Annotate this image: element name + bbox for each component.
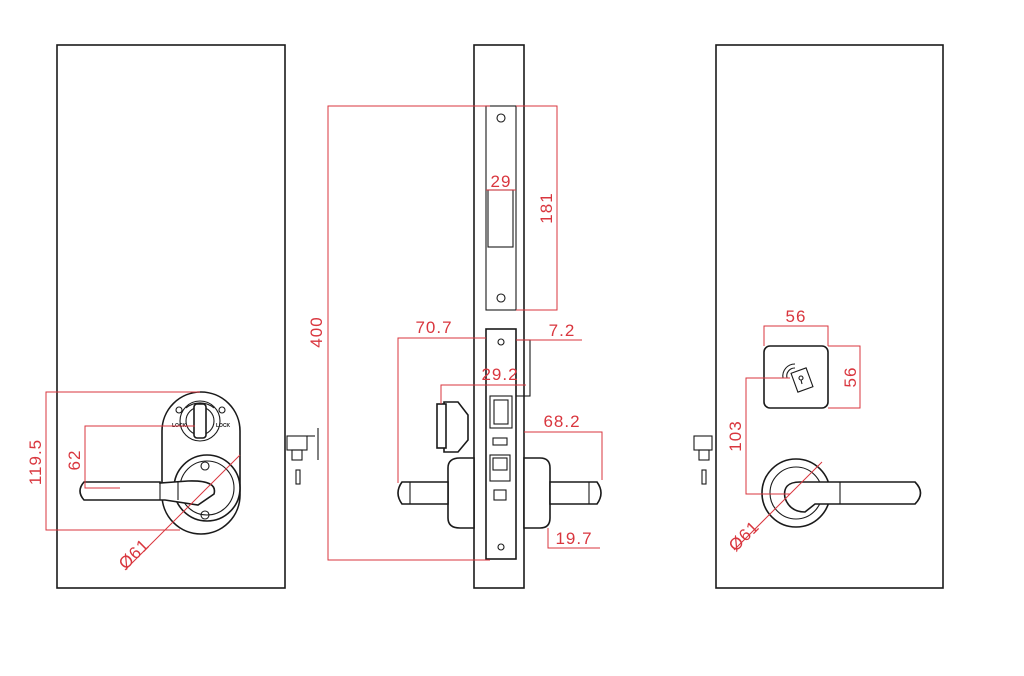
thumbturn-label-right: LOCK — [216, 423, 231, 429]
rose-screw-top — [200, 461, 210, 471]
dim-faceplate-thickness: 7.2 — [549, 321, 576, 340]
dim-front-rose-diameter: Ø61 — [115, 535, 153, 573]
back-dimensions: 56 56 103 Ø61 — [725, 307, 861, 555]
card-reader — [763, 345, 829, 409]
dim-lever-projection: 68.2 — [543, 412, 580, 431]
dim-front-height: 119.5 — [26, 439, 45, 485]
edge-lever-right — [549, 481, 602, 505]
dim-overall-length: 400 — [307, 316, 326, 347]
edge-dimensions: 400 181 29 70.7 7.2 29.2 68.2 19.7 — [307, 105, 603, 561]
edge-view — [397, 44, 602, 589]
dim-reader-height: 56 — [841, 367, 860, 388]
front-lever — [79, 480, 216, 506]
back-lever — [783, 481, 922, 513]
deadbolt — [489, 395, 513, 429]
rfid-card-icon — [782, 363, 814, 393]
dim-back-lever-offset: 103 — [726, 420, 745, 451]
door-edge-panel — [473, 44, 525, 589]
dim-backset: 70.7 — [415, 318, 452, 337]
dim-strike-width: 29 — [491, 172, 512, 191]
mortise-faceplate — [485, 328, 517, 560]
latch — [489, 454, 511, 482]
front-view: LOCK LOCK — [56, 44, 319, 589]
dim-trim-thickness: 19.7 — [555, 529, 592, 548]
dim-deadbolt-projection: 29.2 — [481, 365, 518, 384]
rose-screw-bottom — [200, 510, 210, 520]
thumbturn-icon — [175, 400, 226, 442]
strike-plate — [485, 105, 517, 311]
dim-back-rose-diameter: Ø61 — [725, 517, 763, 555]
front-door-panel — [56, 44, 286, 589]
dim-reader-width: 56 — [786, 307, 807, 326]
dim-front-lever-offset: 62 — [65, 450, 84, 471]
edge-lever-left — [397, 481, 449, 505]
dim-strike-height: 181 — [537, 192, 556, 223]
back-door-panel — [715, 44, 944, 589]
back-view — [693, 44, 944, 589]
